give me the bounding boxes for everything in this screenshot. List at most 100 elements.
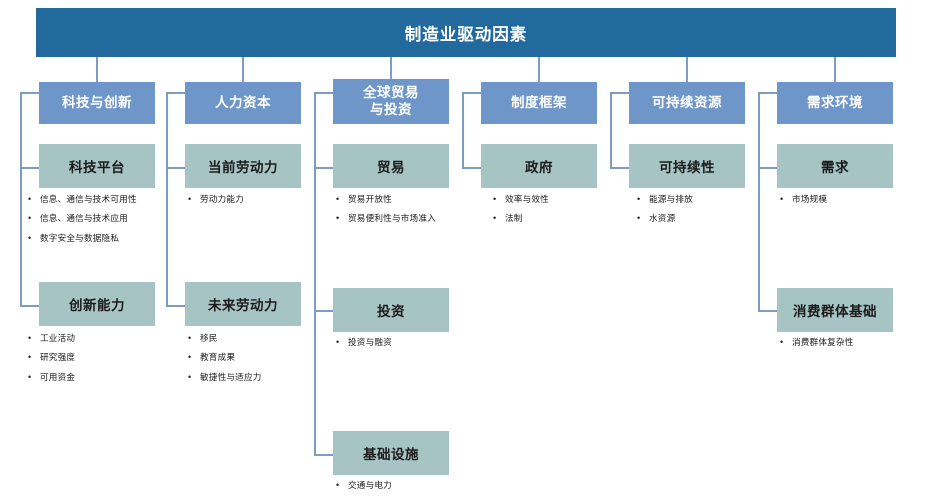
bullet-dot-icon: • bbox=[336, 337, 340, 347]
bullet-dot-icon: • bbox=[493, 213, 497, 224]
category-box-2: 人力资本 bbox=[185, 82, 301, 124]
bracket-stub-2-group-2 bbox=[166, 305, 185, 307]
bullet-list-1-1: •信息、通信与技术可用性 •信息、通信与技术应用 •数字安全与数据隐私 bbox=[28, 194, 188, 253]
bracket-stub-3-group-1 bbox=[314, 167, 333, 169]
sub-label-1-1: 科技平台 bbox=[69, 160, 125, 175]
list-item: •信息、通信与技术可用性 bbox=[28, 194, 137, 204]
sub-label-3-2: 投资 bbox=[377, 304, 405, 319]
connector-root-to-category-4 bbox=[538, 57, 540, 82]
bullet-list-3-1: •贸易开放性 •贸易便利性与市场准入 bbox=[336, 194, 516, 234]
bracket-stub-6-group-1 bbox=[758, 167, 777, 169]
sub-label-5-1: 可持续性 bbox=[659, 160, 715, 175]
bullet-dot-icon: • bbox=[336, 480, 340, 490]
bullet-dot-icon: • bbox=[28, 232, 32, 243]
category-box-6: 需求环境 bbox=[777, 82, 893, 124]
list-item: •贸易便利性与市场准入 bbox=[336, 213, 436, 224]
bracket-stub-4-header bbox=[462, 92, 481, 94]
list-item: •移民 bbox=[188, 333, 218, 343]
list-item: •投资与融资 bbox=[336, 337, 392, 347]
category-label-3-line1: 全球贸易 bbox=[363, 85, 419, 101]
bullet-list-2-2: •移民 •教育成果 •敏捷性与适应力 bbox=[188, 333, 338, 392]
bracket-stub-1-group-1 bbox=[20, 167, 39, 169]
sub-box-3-3: 基础设施 bbox=[333, 431, 449, 475]
root-node-manufacturing-drivers: 制造业驱动因素 bbox=[36, 8, 896, 57]
bracket-stub-1-header bbox=[20, 92, 39, 94]
sub-label-2-2: 未来劳动力 bbox=[208, 298, 278, 313]
list-item: •效率与效性 bbox=[493, 194, 549, 204]
category-label-6: 需求环境 bbox=[807, 94, 863, 110]
list-item: •交通与电力 bbox=[336, 480, 392, 490]
bracket-stub-6-group-2 bbox=[758, 310, 777, 312]
bracket-stub-3-group-2 bbox=[314, 310, 333, 312]
bullet-dot-icon: • bbox=[28, 371, 32, 382]
bullet-dot-icon: • bbox=[28, 333, 32, 343]
sub-label-2-1: 当前劳动力 bbox=[208, 160, 278, 175]
sub-box-2-2: 未来劳动力 bbox=[185, 282, 301, 326]
sub-box-4-1: 政府 bbox=[481, 144, 597, 188]
sub-box-3-1: 贸易 bbox=[333, 144, 449, 188]
bullet-dot-icon: • bbox=[188, 352, 192, 363]
bullet-dot-icon: • bbox=[637, 213, 641, 224]
bracket-stub-3-group-3 bbox=[314, 454, 333, 456]
list-item: •法制 bbox=[493, 213, 523, 224]
bullet-list-1-2: •工业活动 •研究强度 •可用资金 bbox=[28, 333, 188, 392]
bracket-stub-2-group-1 bbox=[166, 167, 185, 169]
sub-box-1-1: 科技平台 bbox=[39, 144, 155, 188]
bullet-dot-icon: • bbox=[493, 194, 497, 204]
connector-root-to-category-5 bbox=[686, 57, 688, 82]
list-item: •敏捷性与适应力 bbox=[188, 371, 262, 382]
bullet-list-6-2: •消费群体复杂性 bbox=[780, 337, 930, 357]
sub-box-5-1: 可持续性 bbox=[629, 144, 745, 188]
bullet-dot-icon: • bbox=[188, 333, 192, 343]
sub-box-1-2: 创新能力 bbox=[39, 282, 155, 326]
list-item: •数字安全与数据隐私 bbox=[28, 232, 120, 243]
bracket-stub-2-header bbox=[166, 92, 185, 94]
bullet-dot-icon: • bbox=[28, 194, 32, 204]
list-item: •教育成果 bbox=[188, 352, 236, 363]
bracket-stub-5-header bbox=[610, 92, 629, 94]
category-box-3: 全球贸易 与投资 bbox=[333, 79, 449, 124]
list-item: •工业活动 bbox=[28, 333, 76, 343]
sub-box-6-1: 需求 bbox=[777, 144, 893, 188]
sub-label-6-2: 消费群体基础 bbox=[793, 304, 877, 319]
bullet-dot-icon: • bbox=[336, 194, 340, 204]
list-item: •能源与排放 bbox=[637, 194, 693, 204]
category-label-2: 人力资本 bbox=[215, 94, 271, 110]
category-label-5: 可持续资源 bbox=[652, 94, 722, 110]
bullet-list-2-1: •劳动力能力 bbox=[188, 194, 338, 214]
connector-root-to-category-1 bbox=[96, 57, 98, 82]
list-item: •信息、通信与技术应用 bbox=[28, 213, 128, 224]
bracket-spine-3 bbox=[314, 92, 316, 454]
sub-box-6-2: 消费群体基础 bbox=[777, 288, 893, 332]
list-item: •贸易开放性 bbox=[336, 194, 392, 204]
bracket-spine-5 bbox=[610, 92, 612, 167]
connector-root-to-category-3 bbox=[390, 57, 392, 79]
category-label-4: 制度框架 bbox=[511, 94, 567, 110]
bracket-stub-4-group-1 bbox=[462, 167, 481, 169]
connector-root-to-category-2 bbox=[242, 57, 244, 82]
bracket-spine-1 bbox=[20, 92, 22, 305]
sub-label-6-1: 需求 bbox=[821, 160, 849, 175]
bullet-dot-icon: • bbox=[188, 371, 192, 382]
bullet-list-3-2: •投资与融资 bbox=[336, 337, 516, 357]
list-item: •劳动力能力 bbox=[188, 194, 244, 204]
bracket-stub-1-group-2 bbox=[20, 305, 39, 307]
bullet-dot-icon: • bbox=[28, 213, 32, 224]
bullet-list-4-1: •效率与效性 •法制 bbox=[493, 194, 643, 234]
bracket-stub-3-header bbox=[314, 92, 333, 94]
bracket-spine-4 bbox=[462, 92, 464, 167]
bullet-dot-icon: • bbox=[336, 213, 340, 224]
bullet-dot-icon: • bbox=[637, 194, 641, 204]
bullet-list-5-1: •能源与排放 •水资源 bbox=[637, 194, 787, 234]
sub-label-1-2: 创新能力 bbox=[69, 298, 125, 313]
bullet-list-6-1: •市场规模 bbox=[780, 194, 930, 214]
sub-box-3-2: 投资 bbox=[333, 288, 449, 332]
bullet-dot-icon: • bbox=[780, 337, 784, 347]
bullet-dot-icon: • bbox=[28, 352, 32, 363]
bracket-spine-2 bbox=[166, 92, 168, 305]
list-item: •水资源 bbox=[637, 213, 676, 224]
category-box-5: 可持续资源 bbox=[629, 82, 745, 124]
category-label-3-line2: 与投资 bbox=[370, 101, 412, 117]
sub-label-4-1: 政府 bbox=[525, 160, 553, 175]
category-label-1: 科技与创新 bbox=[62, 94, 132, 110]
